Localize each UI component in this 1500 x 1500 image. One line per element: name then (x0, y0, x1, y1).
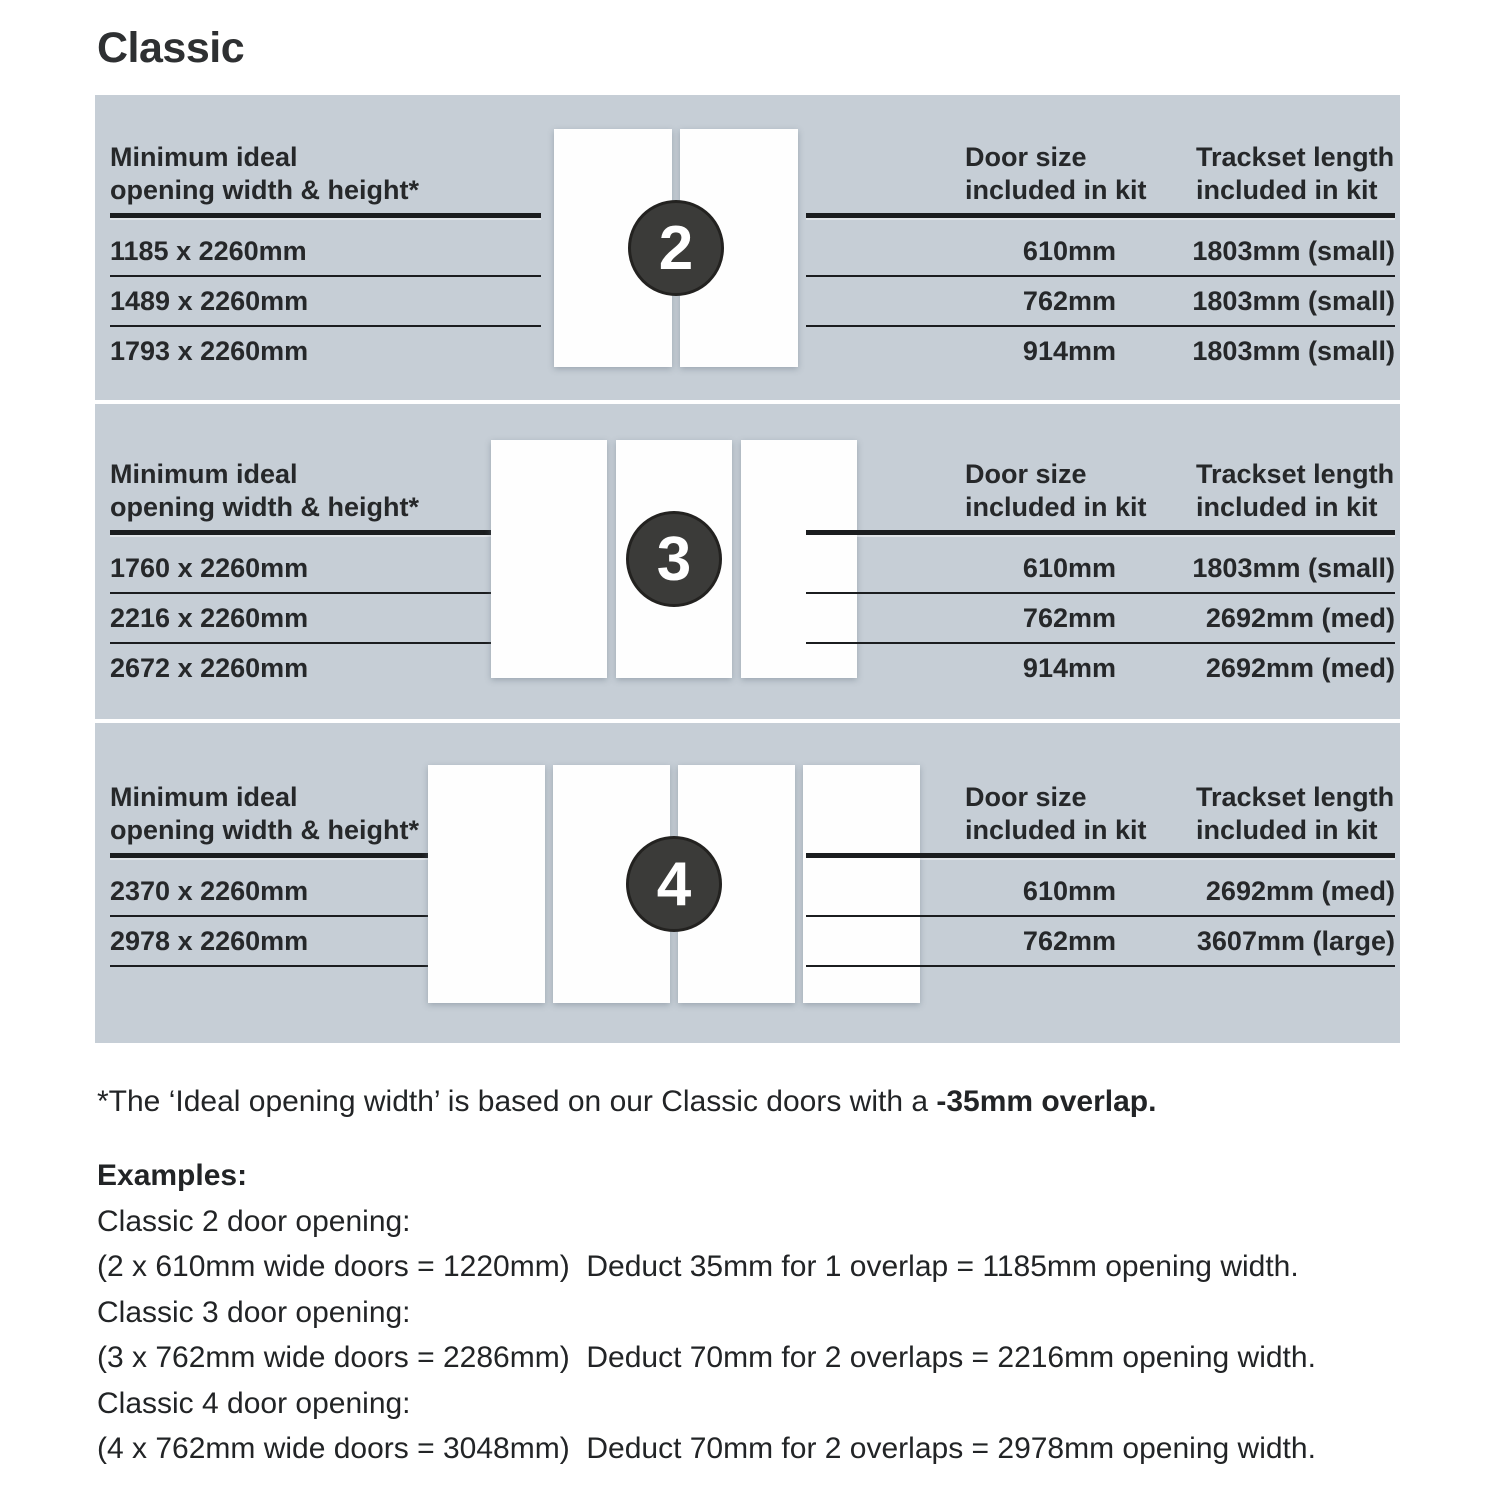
opening-header-line1: Minimum ideal (110, 142, 298, 172)
door-size-cell: 610mm (1022, 235, 1116, 266)
door-size-cell: 914mm (1022, 652, 1116, 683)
trackset-cell: 3607mm (large) (1196, 925, 1395, 956)
door-diagram: 2 (554, 129, 798, 367)
opening-header-line2: opening width & height* (110, 175, 419, 205)
door-size-cell: 762mm (1022, 925, 1116, 956)
examples-block: Examples: Classic 2 door opening: (2 x 6… (97, 1153, 1316, 1472)
section-divider (95, 719, 1400, 723)
opening-column: Minimum ideal opening width & height* 11… (110, 141, 541, 375)
door-panel (491, 440, 607, 678)
kit-headers: Door size included in kit Trackset lengt… (806, 781, 1395, 847)
footnote: *The ‘Ideal opening width’ is based on o… (97, 1085, 1156, 1119)
page-title: Classic (97, 24, 245, 72)
kit-columns: Door size included in kit Trackset lengt… (806, 781, 1395, 967)
trackset-cell: 1803mm (small) (1192, 335, 1395, 366)
opening-size-cell: 2978 x 2260mm (110, 917, 541, 967)
kit-columns: Door size included in kit Trackset lengt… (806, 141, 1395, 375)
example-line: Classic 3 door opening: (97, 1295, 411, 1329)
opening-column: Minimum ideal opening width & height* 23… (110, 781, 541, 967)
door-panel (428, 765, 545, 1003)
trackset-header: Trackset length included in kit (1196, 782, 1395, 845)
door-size-cell: 762mm (1022, 602, 1116, 633)
table-row: 610mm 1803mm (small) (806, 544, 1395, 594)
trackset-cell: 1803mm (small) (1192, 235, 1395, 266)
kit-section-4-door: Minimum ideal opening width & height* 23… (95, 723, 1400, 1043)
opening-size-cell: 2370 x 2260mm (110, 867, 541, 917)
table-row: 762mm 2692mm (med) (806, 594, 1395, 644)
opening-size-cell: 2216 x 2260mm (110, 594, 541, 644)
footnote-text: *The ‘Ideal opening width’ is based on o… (97, 1085, 937, 1118)
header-rule (806, 213, 1395, 218)
header-rule (806, 853, 1395, 858)
opening-header-line1: Minimum ideal (110, 782, 298, 812)
footnote-bold-text: -35mm overlap. (936, 1085, 1157, 1118)
door-count-badge: 3 (626, 511, 722, 607)
table-row: 610mm 1803mm (small) (806, 227, 1395, 277)
opening-header-line2: opening width & height* (110, 492, 419, 522)
opening-size-cell: 1793 x 2260mm (110, 335, 309, 366)
opening-column: Minimum ideal opening width & height* 17… (110, 458, 541, 692)
trackset-cell: 2692mm (med) (1205, 875, 1395, 906)
door-size-cell: 610mm (1022, 875, 1116, 906)
opening-size-cell: 2672 x 2260mm (110, 652, 309, 683)
trackset-cell: 1803mm (small) (1192, 285, 1395, 316)
door-count-badge: 2 (628, 200, 724, 296)
example-line: (2 x 610mm wide doors = 1220mm) Deduct 3… (97, 1250, 1299, 1283)
table-row: 914mm 1803mm (small) (806, 327, 1395, 375)
trackset-header: Trackset length included in kit (1196, 459, 1395, 522)
table-row: 914mm 2692mm (med) (806, 644, 1395, 692)
trackset-cell: 2692mm (med) (1205, 652, 1395, 683)
door-size-header: Door size included in kit (965, 782, 1147, 845)
header-rule (110, 853, 541, 858)
examples-heading: Examples: (97, 1159, 248, 1192)
kit-columns: Door size included in kit Trackset lengt… (806, 458, 1395, 692)
table-row: 610mm 2692mm (med) (806, 867, 1395, 917)
opening-size-cell: 1185 x 2260mm (110, 227, 541, 277)
door-diagram: 3 (491, 440, 857, 678)
kit-section-2-door: Minimum ideal opening width & height* 11… (95, 95, 1400, 400)
table-row: 762mm 3607mm (large) (806, 917, 1395, 967)
door-size-header: Door size included in kit (965, 142, 1147, 205)
trackset-cell: 2692mm (med) (1205, 602, 1395, 633)
opening-header: Minimum ideal opening width & height* (110, 781, 541, 847)
example-line: Classic 4 door opening: (97, 1386, 411, 1420)
example-line: (4 x 762mm wide doors = 3048mm) Deduct 7… (97, 1432, 1316, 1465)
example-line: Classic 2 door opening: (97, 1204, 411, 1238)
opening-header-line1: Minimum ideal (110, 459, 298, 489)
door-size-cell: 914mm (1022, 335, 1116, 366)
door-panel (803, 765, 920, 1003)
header-rule (110, 213, 541, 218)
trackset-cell: 1803mm (small) (1192, 552, 1395, 583)
opening-size-cell: 1760 x 2260mm (110, 544, 541, 594)
opening-header: Minimum ideal opening width & height* (110, 458, 541, 524)
header-rule (806, 530, 1395, 535)
door-count-badge: 4 (626, 836, 722, 932)
opening-size-cell: 1489 x 2260mm (110, 277, 541, 327)
spec-panel: Minimum ideal opening width & height* 11… (95, 95, 1400, 1043)
door-size-cell: 610mm (1022, 552, 1116, 583)
section-divider (95, 400, 1400, 404)
trackset-header: Trackset length included in kit (1196, 142, 1395, 205)
door-diagram: 4 (428, 765, 920, 1003)
table-row: 762mm 1803mm (small) (806, 277, 1395, 327)
header-rule (110, 530, 541, 535)
example-line: (3 x 762mm wide doors = 2286mm) Deduct 7… (97, 1341, 1316, 1374)
door-panel (741, 440, 857, 678)
opening-header: Minimum ideal opening width & height* (110, 141, 541, 207)
opening-header-line2: opening width & height* (110, 815, 419, 845)
door-size-cell: 762mm (1022, 285, 1116, 316)
door-size-header: Door size included in kit (965, 459, 1147, 522)
kit-section-3-door: Minimum ideal opening width & height* 17… (95, 404, 1400, 719)
kit-headers: Door size included in kit Trackset lengt… (806, 458, 1395, 524)
kit-headers: Door size included in kit Trackset lengt… (806, 141, 1395, 207)
